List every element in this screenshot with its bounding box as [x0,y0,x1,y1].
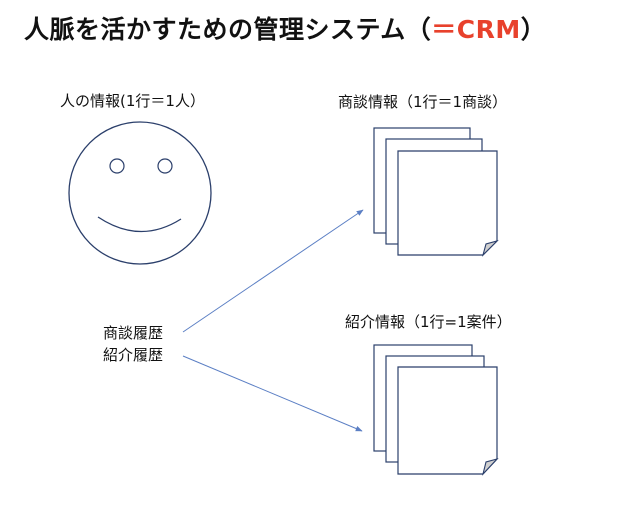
arrow-to-referrals [182,355,363,432]
document-stack-icon [373,127,499,257]
page-title: 人脈を活かすための管理システム（＝CRM） [24,10,546,46]
arrow-to-deals [182,209,364,333]
referral-info-label: 紹介情報（1行=1案件） [345,313,512,331]
smiley-face-icon [68,121,212,265]
title-main: 人脈を活かすための管理システム（ [24,15,432,44]
title-close: ） [520,15,547,44]
title-accent: ＝CRM [431,15,521,44]
deal-info-label: 商談情報（1行＝1商談） [338,93,508,111]
document-stack-icon [373,344,499,476]
referral-history-label: 紹介履歴 [103,346,164,364]
deal-history-label: 商談履歴 [103,324,164,342]
person-info-label: 人の情報(1行＝1人） [60,92,205,110]
history-text: 商談履歴 紹介履歴 [103,322,163,366]
